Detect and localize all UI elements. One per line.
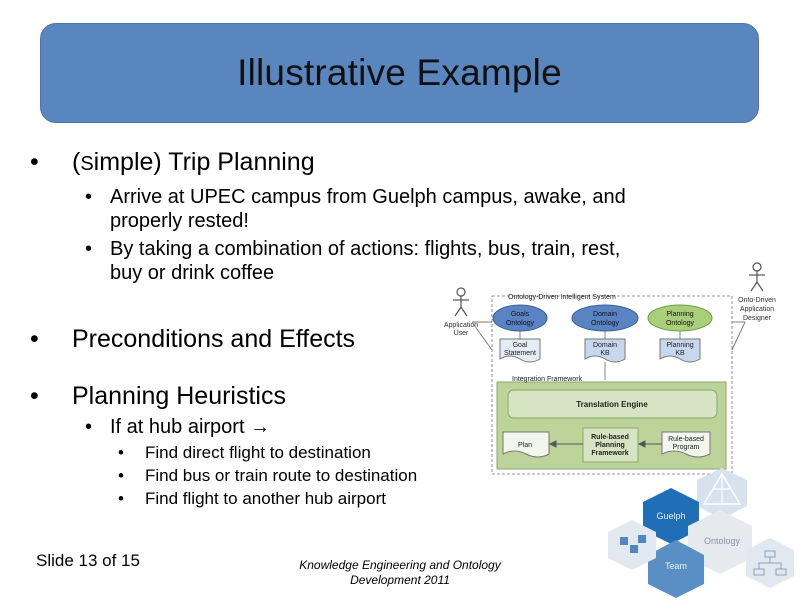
- planning-ontology-label: Planning: [666, 311, 693, 318]
- sub-hub-text: If at hub airport: [110, 416, 245, 438]
- planning-kb-label: Planning: [666, 342, 693, 349]
- slide-title: Illustrative Example: [237, 52, 562, 93]
- system-label: Ontology-Driven Intelligent System: [508, 294, 616, 301]
- plan-doc: [502, 431, 550, 458]
- designer-figure-icon: [749, 262, 765, 292]
- application-user-label: User: [454, 330, 469, 337]
- hex-guelph: [643, 488, 699, 544]
- bullet-preconditions-text: Preconditions and Effects: [72, 325, 356, 353]
- plan-label: Plan: [518, 442, 532, 449]
- domain-ontology-label: Ontology: [591, 320, 620, 327]
- planning-ontology: [647, 304, 713, 332]
- translation-engine: [507, 389, 718, 419]
- sub-arrive-line2: properly rested!: [110, 210, 249, 232]
- integration-framework: [496, 381, 727, 470]
- bullet-dot: •: [30, 382, 39, 410]
- hex-ontology-label: Ontology: [704, 536, 741, 546]
- subsub-text: Find flight to another hub airport: [145, 489, 386, 508]
- integration-framework-label: Integration Framework: [512, 376, 583, 383]
- arrow-right-icon: →: [250, 416, 271, 438]
- goals-ontology-label: Ontology: [506, 320, 535, 327]
- goals-ontology: [492, 304, 548, 332]
- bullet-heuristics-text: Planning Heuristics: [72, 382, 286, 410]
- system-boundary: [491, 295, 733, 475]
- domain-ontology: [571, 304, 639, 332]
- hex-team: [648, 540, 704, 598]
- planning-framework-label: Planning: [595, 442, 625, 449]
- translation-engine-label: Translation Engine: [576, 400, 648, 409]
- sub-dot: •: [85, 238, 93, 260]
- planning-framework-label: Framework: [591, 450, 628, 457]
- domain-kb-label: Domain: [593, 342, 617, 349]
- planning-kb-label: KB: [675, 350, 685, 357]
- domain-ontology-label: Domain: [593, 311, 617, 318]
- domain-kb-label: KB: [600, 350, 610, 357]
- goal-statement-doc: [499, 338, 541, 363]
- designer-label: Onto-Driven: [738, 297, 776, 304]
- rule-planning-framework: [582, 427, 639, 463]
- planning-kb-doc: [659, 338, 701, 363]
- subsub-dot: •: [118, 443, 124, 462]
- footer-course-line1: Knowledge Engineering and Ontology: [299, 558, 501, 572]
- bullet-trip-text: imple) Trip Planning: [93, 148, 315, 176]
- title-bar: Illustrative Example: [40, 23, 759, 123]
- rule-program-doc: [661, 431, 711, 458]
- bullet-dot: •: [30, 148, 39, 176]
- subsub-dot: •: [118, 466, 124, 485]
- subsub-text: Find direct flight to destination: [145, 443, 371, 462]
- bullet-small-s: S: [80, 153, 94, 175]
- rule-program-label: Rule-based: [668, 436, 704, 443]
- designer-label: Designer: [743, 315, 772, 322]
- sub-dot: •: [85, 186, 93, 208]
- hex-ontology: [688, 510, 752, 574]
- hex-cubes-icon: [608, 520, 656, 570]
- domain-kb-doc: [584, 338, 626, 363]
- bullet-paren: (: [72, 148, 81, 176]
- footer-course: Knowledge Engineering and Ontology Devel…: [270, 558, 530, 588]
- bullet-dot: •: [30, 325, 39, 353]
- subsub-dot: •: [118, 489, 124, 508]
- hex-guelph-label: Guelph: [656, 511, 685, 521]
- goal-statement-label: Statement: [504, 350, 536, 357]
- planning-framework-label: Rule-based: [591, 434, 629, 441]
- application-user-label: Application: [444, 322, 478, 329]
- sub-actions-line2: buy or drink coffee: [110, 262, 275, 284]
- goals-ontology-label: Goals: [511, 311, 530, 318]
- planning-ontology-label: Ontology: [666, 320, 695, 327]
- designer-label: Application: [740, 306, 774, 313]
- user-figure-icon: [453, 287, 469, 317]
- hex-connector-icon: [697, 468, 747, 519]
- sub-dot: •: [85, 416, 93, 438]
- hex-hierarchy-icon: [746, 538, 794, 588]
- slide-number: Slide 13 of 15: [36, 551, 140, 570]
- sub-arrive-line1: Arrive at UPEC campus from Guelph campus…: [110, 186, 626, 208]
- goal-statement-label: Goal: [513, 342, 528, 349]
- hex-team-label: Team: [665, 561, 687, 571]
- rule-program-label: Program: [673, 444, 700, 451]
- sub-actions-line1: By taking a combination of actions: flig…: [110, 238, 621, 260]
- footer-course-line2: Development 2011: [350, 573, 450, 587]
- subsub-text: Find bus or train route to destination: [145, 466, 418, 485]
